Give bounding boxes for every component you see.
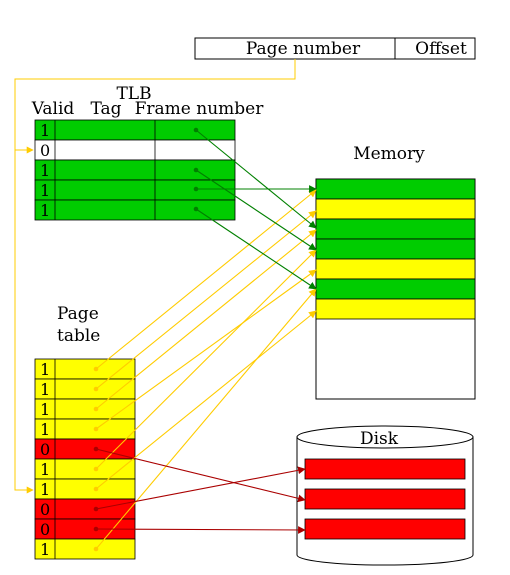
disk-title: Disk — [360, 429, 399, 449]
page-table-to-disk-arrow — [95, 448, 306, 503]
disk-block — [304, 458, 466, 480]
page-number-route — [14, 59, 296, 494]
tlb-col-frame: Frame number — [135, 99, 265, 119]
memory-frame — [315, 278, 476, 300]
disk-block — [304, 518, 466, 540]
tlb-title: TLB — [116, 84, 151, 104]
tlb-to-memory-arrow — [195, 129, 317, 229]
offset-label: Offset — [415, 39, 467, 59]
mapping-arrows — [93, 127, 317, 552]
tlb-valid-bit: 1 — [40, 121, 50, 140]
disk-blocks — [304, 458, 466, 540]
disk-top — [296, 425, 474, 449]
page-table-valid-bit: 1 — [40, 540, 50, 559]
page-table-valid-bit: 1 — [40, 480, 50, 499]
page-table-valid-bit: 1 — [40, 420, 50, 439]
page-table-to-memory-arrow — [95, 229, 317, 410]
route-to-page-table — [14, 59, 296, 494]
disk: Disk — [296, 425, 474, 566]
page-table-valid-bit: 0 — [40, 440, 50, 459]
disk-block — [304, 488, 466, 510]
tlb-valid-bit: 1 — [40, 161, 50, 180]
page-table-row — [34, 538, 136, 560]
tlb-row — [34, 139, 236, 161]
page-table-valid-bit: 1 — [40, 360, 50, 379]
page-table-to-memory-arrow — [95, 189, 317, 370]
memory-frame — [315, 258, 476, 280]
page-table-to-memory-arrow — [95, 310, 317, 490]
page-table-valid-bit: 1 — [40, 380, 50, 399]
page-table-to-disk-arrow — [95, 526, 306, 534]
memory-frames — [315, 178, 476, 320]
tlb-valid-bit: 0 — [40, 141, 50, 160]
memory-frame — [315, 298, 476, 320]
memory-title: Memory — [353, 144, 425, 164]
page-table-to-disk-arrow — [95, 466, 306, 510]
page-table-to-memory-arrow — [95, 288, 317, 550]
page-table-title-line1: Page — [57, 304, 99, 324]
page-table-valid-bit: 1 — [40, 400, 50, 419]
tlb-row — [34, 199, 236, 221]
page-table-to-memory-arrow — [95, 210, 317, 390]
tlb-col-tag: Tag — [90, 99, 121, 119]
page-table-to-memory-arrow — [95, 269, 317, 430]
tlb-col-valid: Valid — [31, 99, 75, 119]
page-number-label: Page number — [246, 39, 361, 59]
tlb-to-memory-arrow — [195, 208, 317, 290]
tlb-valid-bit: 1 — [40, 181, 50, 200]
tlb-valid-bit: 1 — [40, 201, 50, 220]
memory-frame — [315, 218, 476, 240]
page-table-valid-bit: 0 — [40, 520, 50, 539]
tlb-row — [34, 159, 236, 181]
virtual-address: Page number Offset — [194, 37, 476, 60]
page-table-to-memory-arrow — [95, 249, 317, 470]
page-table-valid-bit: 0 — [40, 500, 50, 519]
memory-frame — [315, 198, 476, 220]
memory-frame — [315, 238, 476, 260]
page-table-title-line2: table — [57, 326, 100, 346]
memory-frame — [315, 178, 476, 200]
tlb-row — [34, 179, 236, 201]
page-table-valid-bit: 1 — [40, 460, 50, 479]
tlb-to-memory-arrow — [195, 169, 317, 251]
